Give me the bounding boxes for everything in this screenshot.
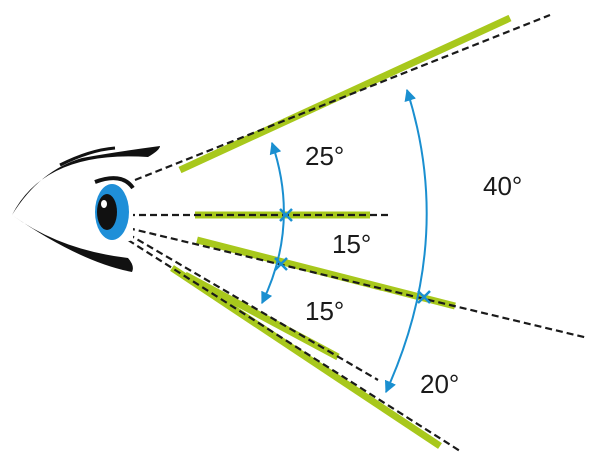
intersection-markers (274, 208, 431, 304)
arc-inner (261, 141, 285, 305)
marker-outer (417, 290, 431, 304)
sight-line-lower-a (127, 233, 379, 381)
bar-lower-b (170, 265, 442, 449)
marker-horizontal (279, 208, 293, 222)
bar-upper (178, 14, 512, 174)
angle-label-outer-upper: 40° (483, 171, 522, 201)
sight-lines (127, 13, 589, 452)
sight-line-upper (134, 13, 551, 182)
bar-lower-a (183, 271, 340, 361)
angle-arcs (261, 88, 428, 394)
angle-label-upper: 25° (305, 141, 344, 171)
angle-label-outer-lower: 20° (420, 369, 459, 399)
sight-line-middle (127, 226, 589, 340)
arc-outer (384, 88, 428, 394)
marker-middle (274, 257, 288, 271)
angle-label-lower: 15° (305, 296, 344, 326)
angle-label-middle: 15° (332, 229, 371, 259)
eye-icon (12, 146, 160, 272)
viewing-bars (170, 14, 512, 449)
angle-labels: 25° 15° 15° 40° 20° (305, 141, 522, 399)
